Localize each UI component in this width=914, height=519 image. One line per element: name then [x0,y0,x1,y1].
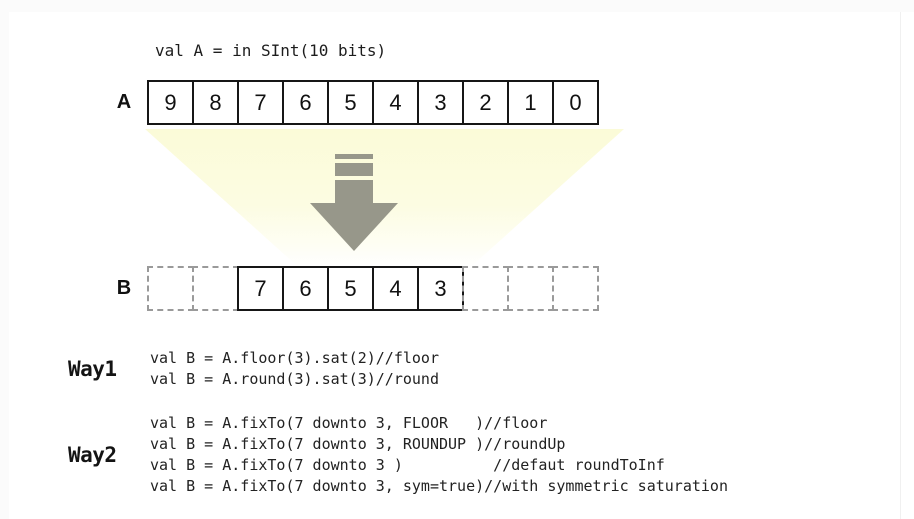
down-arrow-icon [310,154,410,254]
bit-cell: 4 [372,80,419,125]
bit-cell: 7 [237,80,284,125]
bit-cell: 3 [417,266,464,311]
bit-cell: 5 [327,266,374,311]
bit-cell: 6 [282,266,329,311]
bit-cell: 9 [147,80,194,125]
bit-cell-empty [462,266,509,311]
arrow-shaft-segment-3 [335,180,373,204]
bit-cell-empty [192,266,239,311]
bit-row-b-label: B [116,277,132,299]
way1-block: Way1 val B = A.floor(3).sat(2)//floor va… [68,348,439,390]
bit-cell: 0 [552,80,599,125]
declaration-text: val A = in SInt(10 bits) [155,41,387,60]
way2-code: val B = A.fixTo(7 downto 3, FLOOR )//flo… [150,414,728,495]
bit-cell-empty [507,266,554,311]
bit-cell: 4 [372,266,419,311]
way1-label: Way1 [68,357,117,381]
bit-cell: 5 [327,80,374,125]
arrow-shaft-segment-1 [335,154,373,159]
bit-cell: 6 [282,80,329,125]
arrow-head [310,203,398,251]
page-edge-right [900,12,901,519]
bit-row-a-label: A [116,91,132,113]
bit-cell: 8 [192,80,239,125]
way1-code: val B = A.floor(3).sat(2)//floor val B =… [150,349,439,388]
bit-cell-empty [147,266,194,311]
bit-cell: 7 [237,266,284,311]
bit-cell-empty [552,266,599,311]
arrow-shaft-segment-2 [335,163,373,176]
page-edge-top [0,0,914,12]
way2-block: Way2 val B = A.fixTo(7 downto 3, FLOOR )… [68,413,728,497]
bit-cell: 3 [417,80,464,125]
bit-cell: 2 [462,80,509,125]
page-edge-left [0,0,9,519]
bit-cell: 1 [507,80,554,125]
way2-label: Way2 [68,443,117,467]
